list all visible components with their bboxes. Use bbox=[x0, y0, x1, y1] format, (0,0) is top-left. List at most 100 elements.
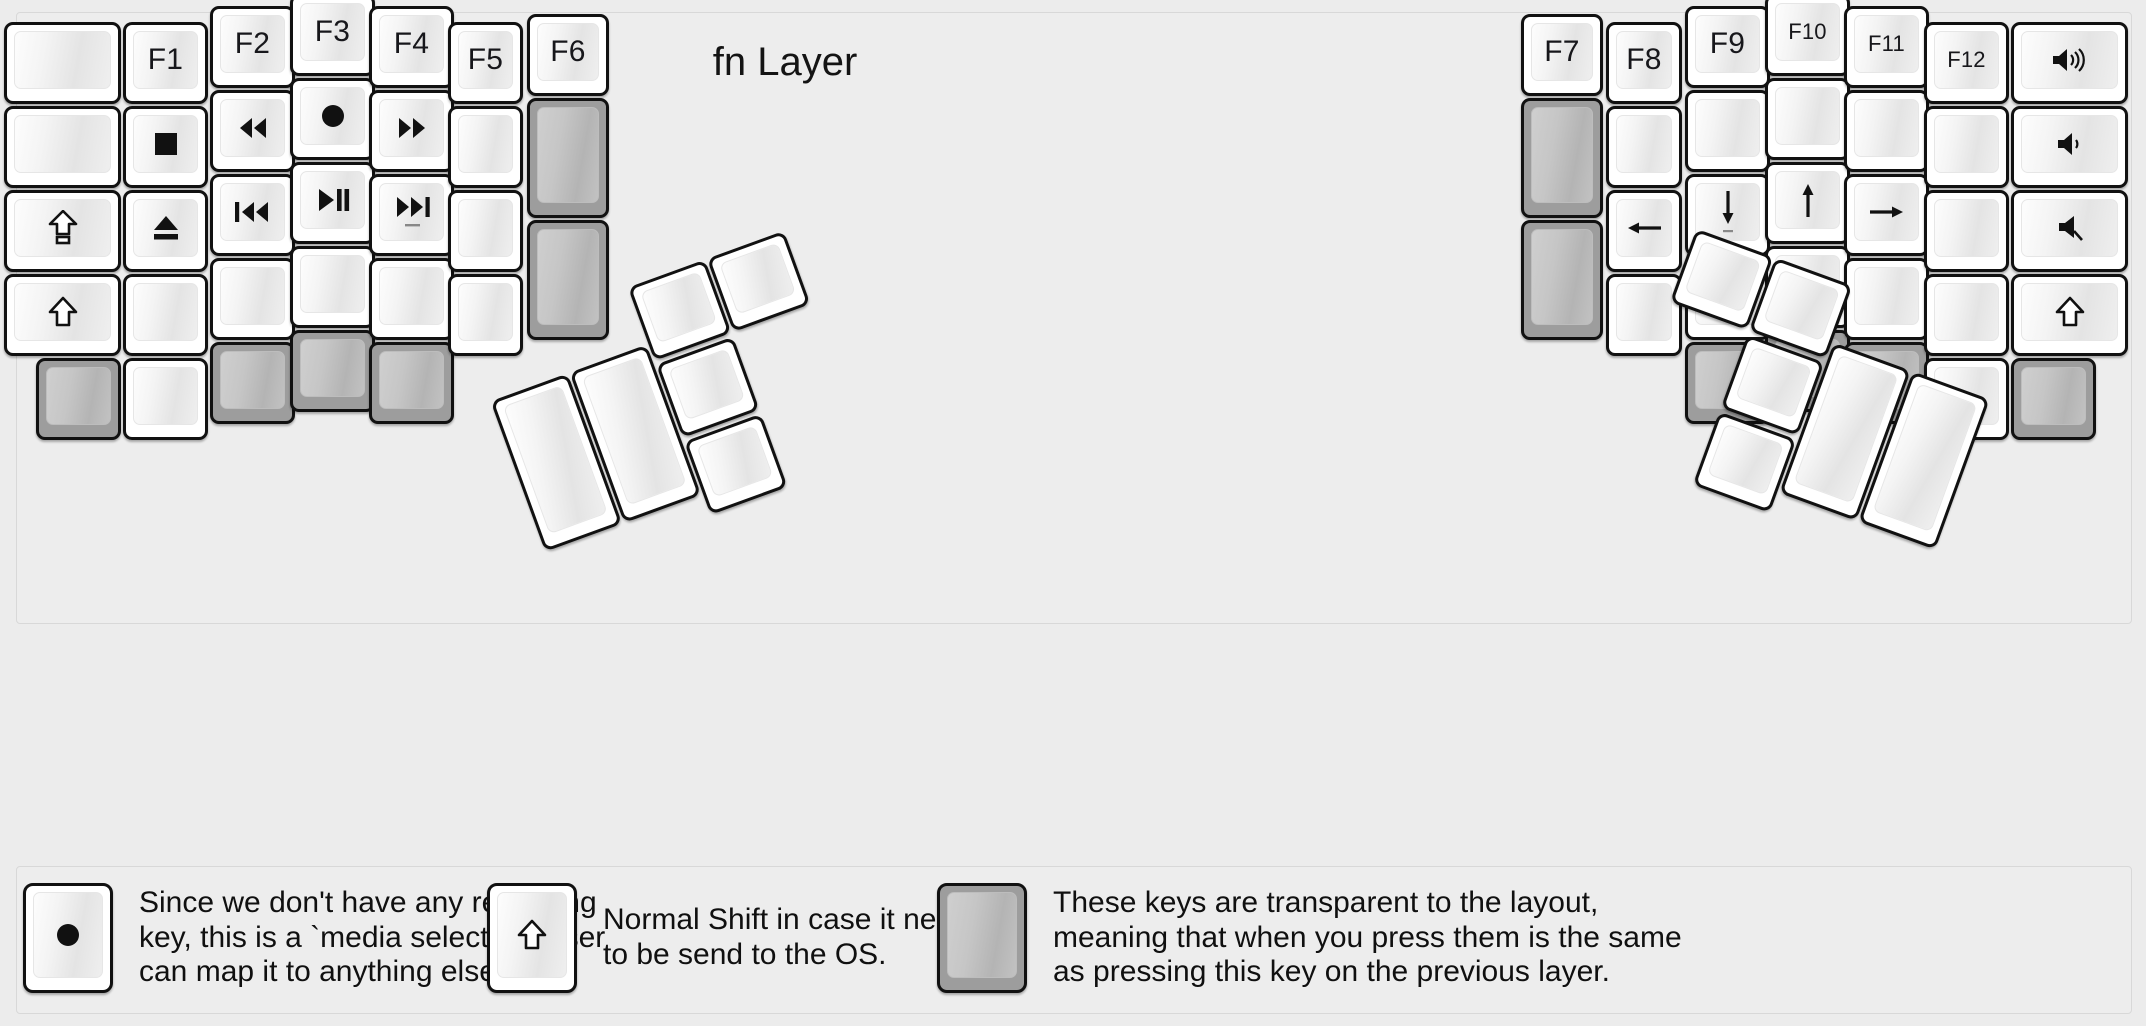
keycap bbox=[458, 115, 513, 173]
key-l-c1-r5[interactable] bbox=[36, 358, 121, 440]
key-r-c5-r4[interactable] bbox=[1844, 258, 1929, 340]
key-l-c1-r4[interactable] bbox=[4, 274, 121, 356]
key-l-c5-r1[interactable]: F4 bbox=[369, 6, 454, 88]
key-r-c1-r3[interactable] bbox=[1521, 220, 1603, 340]
key-l-c3-r5[interactable] bbox=[210, 342, 295, 424]
key-l-c3-r3[interactable] bbox=[210, 174, 295, 256]
keycap bbox=[1531, 229, 1593, 325]
keycap bbox=[14, 199, 111, 257]
key-r-c1-r1[interactable]: F7 bbox=[1521, 14, 1603, 96]
key-r-c2-r2[interactable] bbox=[1606, 106, 1682, 188]
key-r-c6-r3[interactable] bbox=[1924, 190, 2009, 272]
keycap bbox=[133, 283, 198, 341]
keycap: F4 bbox=[379, 15, 444, 73]
caps-lock-icon bbox=[48, 210, 78, 246]
key-r-c6-r2[interactable] bbox=[1924, 106, 2009, 188]
key-l-c2-r3[interactable] bbox=[123, 190, 208, 272]
legend-transparent-text: These keys are transparent to the layout… bbox=[1053, 885, 1682, 989]
key-l-c5-r5[interactable] bbox=[369, 342, 454, 424]
keycap bbox=[2021, 283, 2118, 341]
key-r-c2-r1[interactable]: F8 bbox=[1606, 22, 1682, 104]
key-l-c4-r5[interactable] bbox=[290, 330, 375, 412]
keycap bbox=[1616, 115, 1672, 173]
key-l-c3-r1[interactable]: F2 bbox=[210, 6, 295, 88]
keycap bbox=[14, 115, 111, 173]
key-r-c2-r4[interactable] bbox=[1606, 274, 1682, 356]
keycap bbox=[1531, 107, 1593, 203]
key-l-c5-r4[interactable] bbox=[369, 258, 454, 340]
key-l-c5-r2[interactable] bbox=[369, 90, 454, 172]
key-r-c6-r1[interactable]: F12 bbox=[1924, 22, 2009, 104]
keycap: F9 bbox=[1695, 15, 1760, 73]
key-r-c4-r2[interactable] bbox=[1765, 78, 1850, 160]
key-l-c6-r2[interactable] bbox=[448, 106, 523, 188]
key-l-c2-r5[interactable] bbox=[123, 358, 208, 440]
keycap bbox=[2021, 31, 2118, 89]
key-r-c5-r2[interactable] bbox=[1844, 90, 1929, 172]
keycap: F6 bbox=[537, 23, 599, 81]
key-l-c4-r1[interactable]: F3 bbox=[290, 0, 375, 76]
keycap bbox=[1854, 267, 1919, 325]
key-l-c5-r3[interactable] bbox=[369, 174, 454, 256]
keycap bbox=[2021, 115, 2118, 173]
key-r-c3-r1[interactable]: F9 bbox=[1685, 6, 1770, 88]
keycap bbox=[1854, 99, 1919, 157]
key-l-c2-r1[interactable]: F1 bbox=[123, 22, 208, 104]
keycap bbox=[14, 283, 111, 341]
legend-panel: Since we don't have any recording key, t… bbox=[16, 866, 2132, 1014]
keycap bbox=[537, 107, 599, 203]
key-r-c3-r2[interactable] bbox=[1685, 90, 1770, 172]
record-icon bbox=[319, 102, 347, 130]
keycap bbox=[1616, 199, 1672, 257]
key-l-c1-r2[interactable] bbox=[4, 106, 121, 188]
legend-normal-shift-text: Normal Shift in case it needs to be send… bbox=[603, 903, 985, 971]
legend-media-select: Since we don't have any recording key, t… bbox=[23, 883, 605, 993]
play-pause-icon bbox=[313, 186, 353, 214]
key-l-c1-r1[interactable] bbox=[4, 22, 121, 104]
keycap bbox=[379, 183, 444, 241]
key-r-c7-r1[interactable] bbox=[2011, 22, 2128, 104]
key-r-c7-r3[interactable] bbox=[2011, 190, 2128, 272]
keycap bbox=[379, 267, 444, 325]
key-r-c4-r1[interactable]: F10 bbox=[1765, 0, 1850, 76]
key-l-c6-r4[interactable] bbox=[448, 274, 523, 356]
keycap bbox=[300, 87, 365, 145]
volume-down-icon bbox=[2055, 129, 2085, 159]
keycap bbox=[14, 31, 111, 89]
key-r-c7-r5[interactable] bbox=[2011, 358, 2096, 440]
key-l-c7-r3[interactable] bbox=[527, 220, 609, 340]
keycap: F7 bbox=[1531, 23, 1593, 81]
key-legend: F4 bbox=[393, 27, 430, 60]
key-r-c7-r2[interactable] bbox=[2011, 106, 2128, 188]
key-l-c3-r4[interactable] bbox=[210, 258, 295, 340]
keycap bbox=[696, 425, 774, 498]
key-l-c2-r4[interactable] bbox=[123, 274, 208, 356]
key-r-c6-r4[interactable] bbox=[1924, 274, 2009, 356]
keycap bbox=[458, 199, 513, 257]
key-l-c4-r2[interactable] bbox=[290, 78, 375, 160]
key-legend: F8 bbox=[1626, 43, 1662, 76]
keycap bbox=[33, 892, 103, 978]
keycap bbox=[300, 339, 365, 397]
volume-up-icon bbox=[2050, 45, 2090, 75]
key-l-c6-r1[interactable]: F5 bbox=[448, 22, 523, 104]
key-l-c7-r2[interactable] bbox=[527, 98, 609, 218]
key-l-c2-r2[interactable] bbox=[123, 106, 208, 188]
key-r-c5-r1[interactable]: F11 bbox=[1844, 6, 1929, 88]
keycap bbox=[1854, 183, 1919, 241]
key-r-c4-r3[interactable] bbox=[1765, 162, 1850, 244]
key-r-c5-r3[interactable] bbox=[1844, 174, 1929, 256]
keycap bbox=[220, 267, 285, 325]
key-r-c2-r3[interactable] bbox=[1606, 190, 1682, 272]
key-l-c7-r1[interactable]: F6 bbox=[527, 14, 609, 96]
keycap bbox=[1934, 199, 1999, 257]
key-r-c7-r4[interactable] bbox=[2011, 274, 2128, 356]
arrow-down-icon bbox=[1715, 189, 1741, 235]
key-r-c1-r2[interactable] bbox=[1521, 98, 1603, 218]
key-l-c6-r3[interactable] bbox=[448, 190, 523, 272]
legend-transparent-key-sample bbox=[937, 883, 1027, 993]
key-legend: F5 bbox=[467, 43, 504, 76]
keycap bbox=[719, 242, 797, 315]
key-l-c1-r3[interactable] bbox=[4, 190, 121, 272]
keycap: F5 bbox=[458, 31, 513, 89]
